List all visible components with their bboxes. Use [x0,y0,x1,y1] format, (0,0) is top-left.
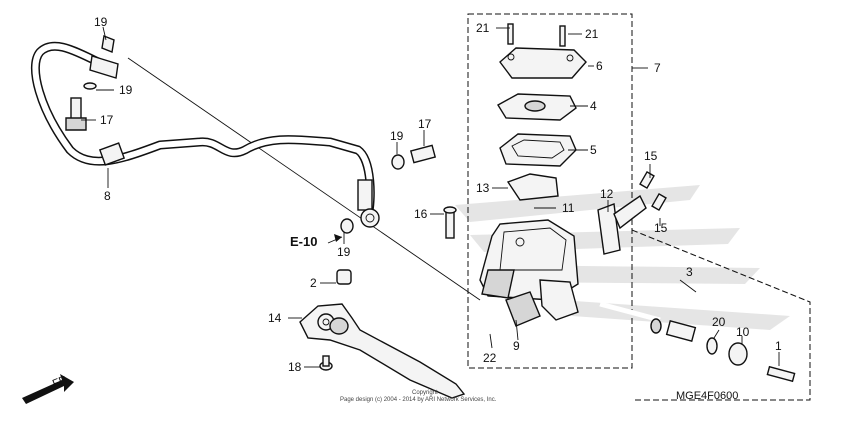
callout-18: 18 [288,360,302,374]
callout-9: 9 [513,339,520,353]
callout-21b: 21 [585,27,599,41]
callout-8: 8 [104,189,111,203]
callout-2: 2 [310,276,317,290]
callout-17a: 17 [100,113,114,127]
callout-19b: 19 [119,83,133,97]
copyright-line-1: Copyright [412,390,438,396]
piston-set [599,301,796,383]
switch-assembly [505,279,579,327]
callout-19a: 19 [94,15,108,29]
clutch-hose [30,41,380,228]
callout-5: 5 [590,143,597,157]
leader-lines [81,26,780,368]
diaphragm-plate [497,93,577,121]
diaphragm [499,133,577,167]
callout-7: 7 [654,61,661,75]
callout-15b: 15 [654,221,668,235]
front-label: FR. [51,372,72,390]
callout-16: 16 [414,207,428,221]
guide-line [127,57,481,301]
callout-4: 4 [590,99,597,113]
master-cylinder-body [479,219,579,301]
reference-arrow [327,234,343,244]
diagram-code: MGE4F0600 [676,390,738,402]
holder-bolts [443,170,667,239]
callout-11: 11 [562,201,575,215]
float [506,173,559,201]
callout-20: 20 [712,315,726,329]
callout-19c: 19 [390,129,404,143]
callout-21a: 21 [476,21,490,35]
callout-14: 14 [268,311,282,325]
callout-10: 10 [736,325,750,339]
copyright-line-2: Page design (c) 2004 - 2014 by ARI Netwo… [340,397,497,403]
front-arrow-icon [22,374,74,404]
banjo-bolt-upper [65,35,115,131]
callout-13: 13 [476,181,490,195]
callout-15a: 15 [644,149,658,163]
banjo-bolt-lower [340,144,437,234]
callout-22: 22 [483,351,497,365]
callout-12: 12 [600,187,614,201]
holder-bracket [597,194,647,255]
callout-1: 1 [775,339,782,353]
callout-19d: 19 [337,245,351,259]
reservoir-cap [499,23,587,79]
callout-6: 6 [596,59,603,73]
callout-3: 3 [686,265,693,279]
group-box-7 [467,13,811,401]
reference-label: E-10 [290,234,317,249]
callout-17b: 17 [418,117,432,131]
clutch-lever [299,269,466,399]
callout-labels: 19 19 17 8 19 17 19 E-10 21 21 6 7 4 5 1… [94,15,782,374]
